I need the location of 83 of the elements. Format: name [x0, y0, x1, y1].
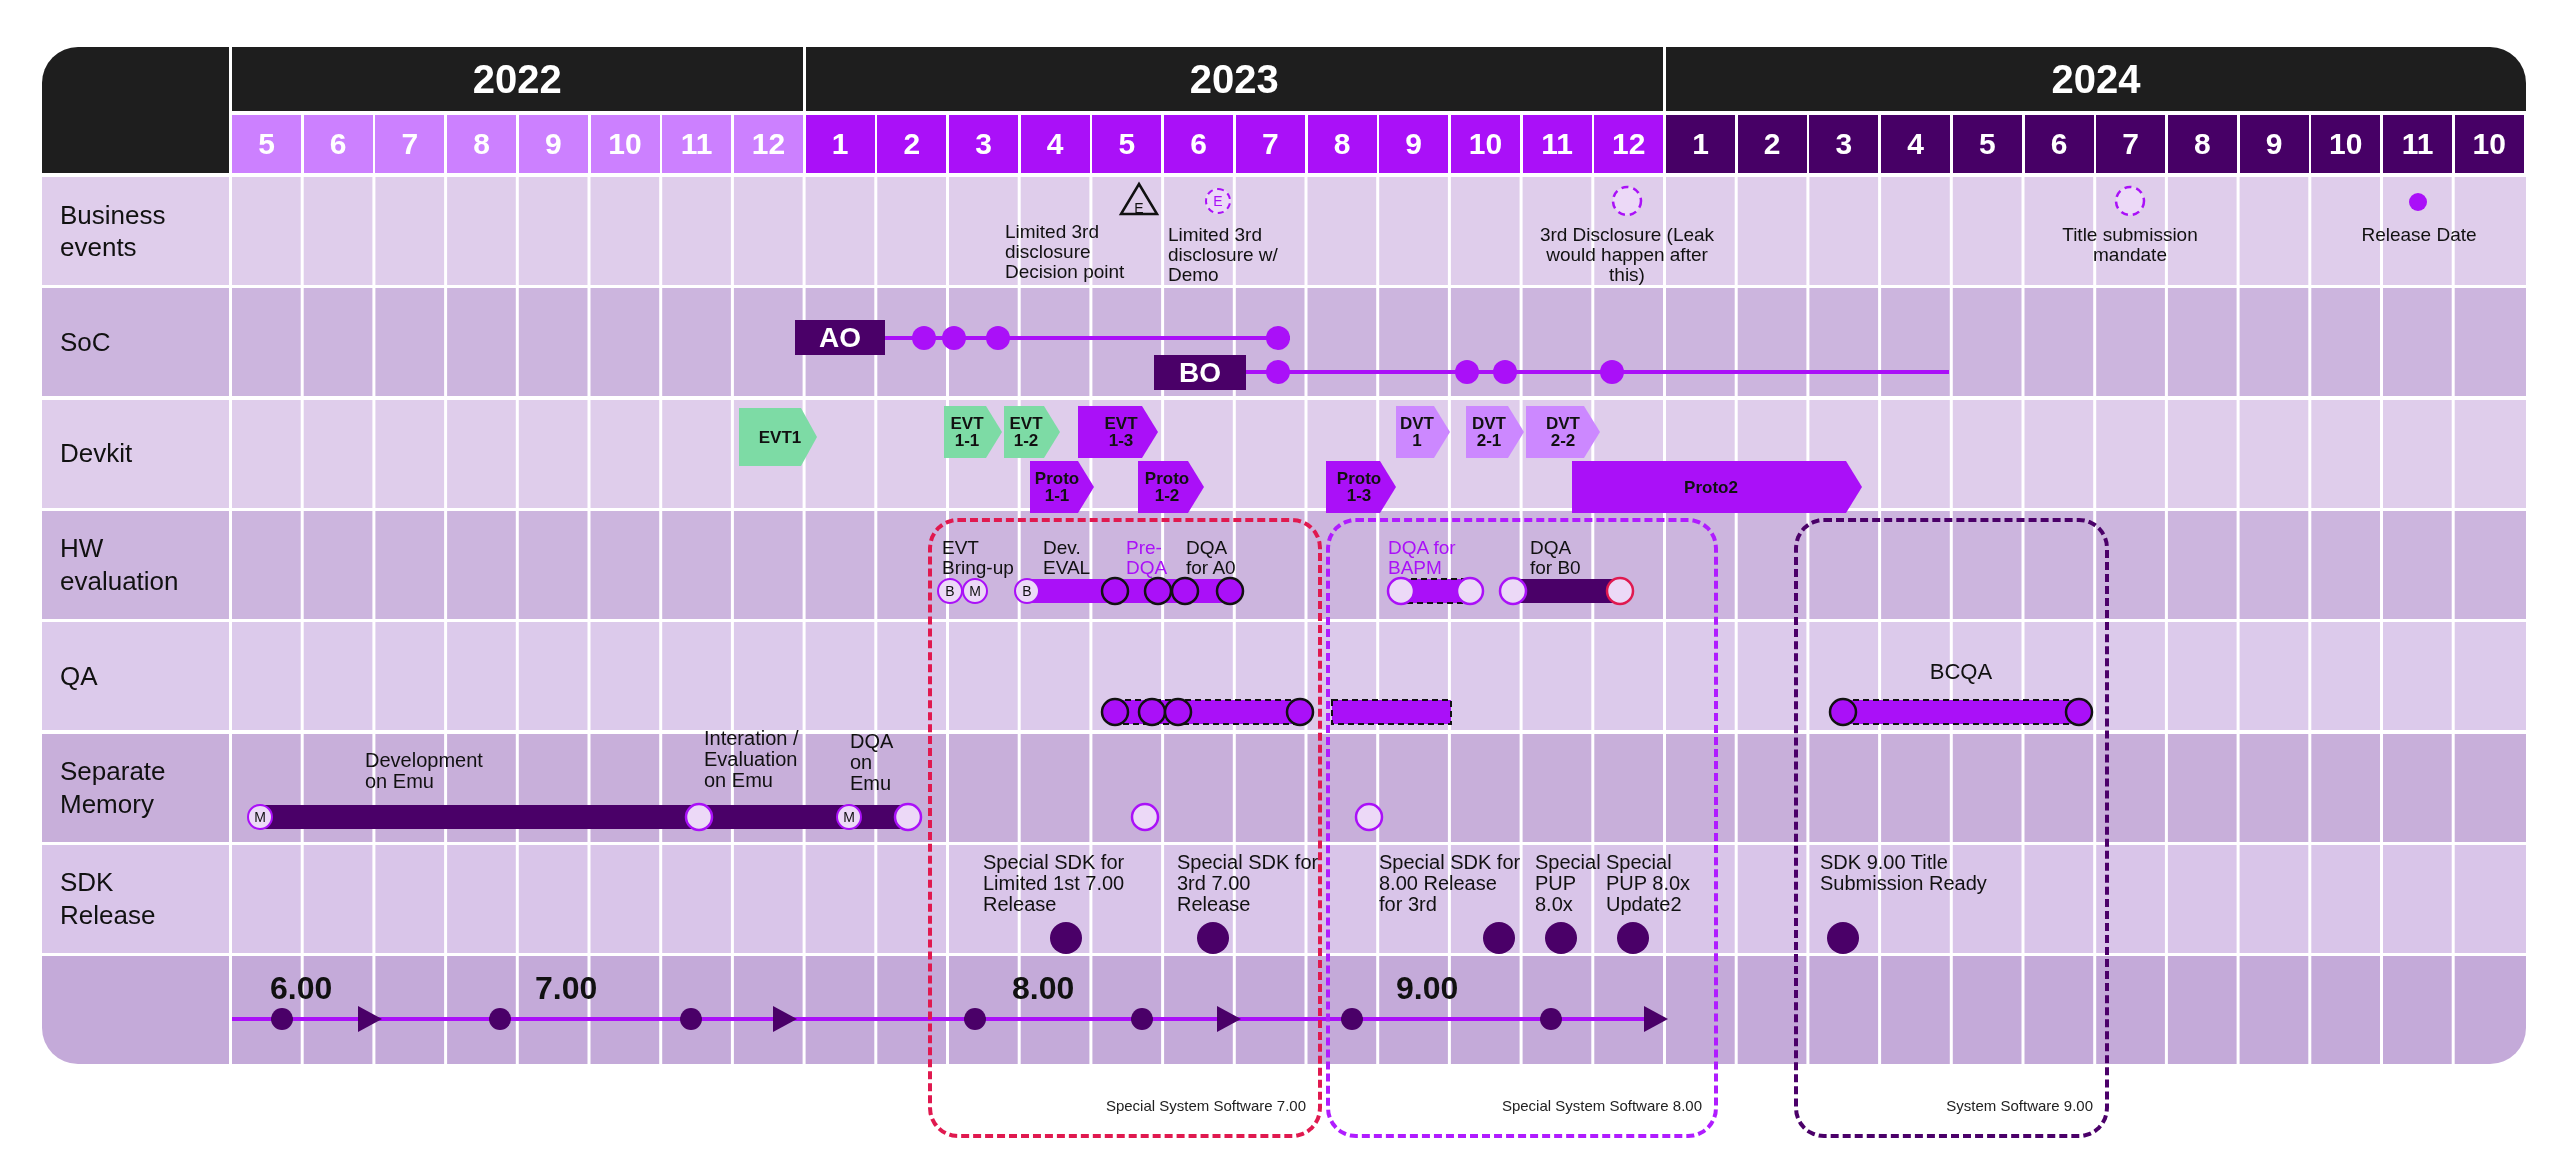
event-text: Special PUP 8.0x [1535, 852, 1601, 915]
month-header-cell: 4 [1881, 115, 1951, 173]
month-header-cell: 6 [1164, 115, 1234, 173]
year-header: 2023 [805, 47, 1663, 111]
month-header-cell: 11 [2383, 115, 2452, 173]
event-text: Special SDK for 8.00 Release for 3rd [1379, 852, 1522, 915]
event-text: Special SDK for Limited 1st 7.00 Release [983, 852, 1126, 915]
month-header-cell: 5 [232, 115, 301, 173]
soc-label-box: BO [1154, 355, 1246, 390]
group-label: System Software 9.00 [1946, 1097, 2093, 1114]
event-text: Development on Emu [365, 750, 484, 792]
month-header-cell: 10 [2311, 115, 2381, 173]
event-text: SDK 9.00 Title Submission Ready [1820, 852, 1988, 894]
milestone-chevron: Proto 1-2 [1138, 461, 1204, 513]
year-header: 2024 [1666, 47, 2526, 111]
month-header-cell: 5 [1952, 115, 2022, 173]
milestone-chevron: Proto 1-3 [1326, 461, 1396, 513]
month-header-cell: 4 [1020, 115, 1090, 173]
group-label: Special System Software 8.00 [1501, 1097, 1702, 1114]
event-text: DQA for A0 [1186, 538, 1237, 578]
milestone-chevron: EVT1 [739, 408, 817, 466]
month-header-cell: 1 [1666, 115, 1735, 173]
month-header-cell: 9 [2239, 115, 2309, 173]
month-header-cell: 5 [1092, 115, 1162, 173]
month-header-cell: 2 [1737, 115, 1807, 173]
month-header-cell: 8 [2167, 115, 2237, 173]
row-header: SDK Release [42, 844, 229, 953]
event-text: Limited 3rd disclosure Decision point [1005, 222, 1126, 282]
month-header-cell: 9 [518, 115, 588, 173]
month-header-cell: 6 [303, 115, 373, 173]
event-text: 3rd Disclosure (Leak would happen after this) [1538, 225, 1716, 285]
dashed-group-box [1326, 518, 1718, 1138]
month-header-cell: 12 [1594, 115, 1664, 173]
event-text: DQA for BAPM [1388, 538, 1457, 578]
version-label: 7.00 [535, 972, 599, 1006]
milestone-chevron: DVT 2-2 [1526, 406, 1600, 458]
month-header-cell: 10 [2454, 115, 2524, 173]
event-text: Release Date [2360, 225, 2478, 245]
bar-label: BCQA [1928, 660, 1994, 684]
month-header-cell: 8 [447, 115, 517, 173]
dashed-group-box [1794, 518, 2109, 1138]
soc-label-box: AO [795, 320, 885, 355]
row-header: HW evaluation [42, 510, 229, 619]
row-header: QA [42, 622, 229, 731]
month-header-cell: 7 [375, 115, 445, 173]
month-header-cell: 1 [805, 115, 875, 173]
month-header-cell: 6 [2024, 115, 2094, 173]
month-header-cell: 12 [733, 115, 803, 173]
month-header-cell: 7 [1235, 115, 1305, 173]
year-header: 2022 [232, 47, 803, 111]
group-label: Special System Software 7.00 [1105, 1097, 1306, 1114]
month-header-cell: 7 [2096, 115, 2166, 173]
month-header-cell: 3 [949, 115, 1018, 173]
month-header-cell: 11 [1522, 115, 1592, 173]
event-text: DQA for B0 [1530, 538, 1582, 578]
event-text: DQA on Emu [850, 731, 894, 794]
event-text: EVT Bring-up [942, 538, 1015, 578]
month-header-cell: 10 [590, 115, 660, 173]
row-header: Business events [42, 177, 229, 285]
month-header-cell: 2 [877, 115, 947, 173]
month-header-cell: 3 [1809, 115, 1879, 173]
event-text: Dev. EVAL [1043, 538, 1092, 578]
row-header: SoC [42, 288, 229, 397]
row-header: Separate Memory [42, 733, 229, 842]
month-header-cell: 11 [662, 115, 732, 173]
month-header-cell: 10 [1450, 115, 1520, 173]
event-text: Title submission mandate [2061, 225, 2199, 265]
milestone-chevron: Proto 1-1 [1030, 461, 1094, 513]
milestone-chevron: Proto2 [1572, 461, 1862, 513]
milestone-chevron: EVT 1-3 [1078, 406, 1158, 458]
row-header: Devkit [42, 399, 229, 508]
event-text: Special SDK for 3rd 7.00 Release [1177, 852, 1320, 915]
event-text: Limited 3rd disclosure w/ Demo [1168, 225, 1279, 285]
event-text: Interation / Evaluation on Emu [704, 728, 800, 791]
version-label: 9.00 [1396, 972, 1460, 1006]
month-header-cell: 9 [1379, 115, 1449, 173]
event-text: Special PUP 8.0x Update2 [1606, 852, 1692, 915]
month-header-cell: 8 [1307, 115, 1377, 173]
event-letter: E [1133, 199, 1145, 217]
version-label: 8.00 [1012, 972, 1076, 1006]
event-text: Pre- DQA [1126, 538, 1169, 578]
version-label: 6.00 [270, 972, 334, 1006]
dashed-group-box [928, 518, 1322, 1138]
